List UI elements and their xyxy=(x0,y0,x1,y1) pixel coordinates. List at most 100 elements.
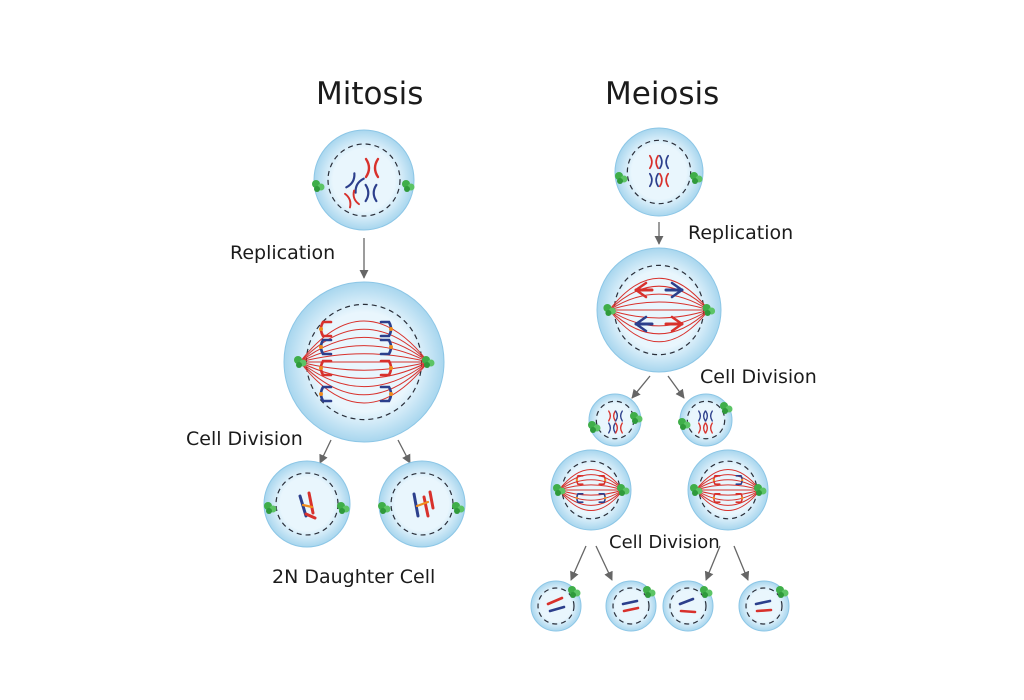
nuclear-envelope xyxy=(745,587,783,625)
meiosis-division1-label: Cell Division xyxy=(700,366,817,388)
chromatid xyxy=(705,422,709,434)
chromosome xyxy=(344,189,360,209)
nuclear-envelope xyxy=(669,587,707,625)
spindle-fiber xyxy=(695,474,761,491)
chromosome xyxy=(648,154,660,170)
chromatid xyxy=(709,422,713,434)
chromatid xyxy=(373,157,380,179)
chromatid xyxy=(709,410,713,422)
kinetochore xyxy=(319,327,323,331)
centrosome-icon xyxy=(454,508,460,514)
nuclear-envelope xyxy=(686,400,726,440)
kinetochore xyxy=(604,478,607,482)
chromatid xyxy=(615,422,619,434)
centrosome-icon xyxy=(617,178,623,184)
spindle-fiber xyxy=(609,301,709,311)
centrosome-icon xyxy=(314,186,320,192)
kinetochore xyxy=(389,366,393,370)
chromatid xyxy=(655,172,660,188)
nuclear-envelope xyxy=(626,139,692,205)
chromosome xyxy=(548,605,566,613)
chromosome xyxy=(634,288,648,299)
spindle-fiber xyxy=(299,328,429,363)
chromatid xyxy=(612,410,616,422)
cell-membrane xyxy=(662,580,714,632)
kinetochore xyxy=(319,345,323,349)
mitosis-division-label: Cell Division xyxy=(186,428,303,450)
centrosome-icon xyxy=(702,592,708,598)
meiosis-division2-arrow-1 xyxy=(570,545,587,581)
chromosome xyxy=(615,410,623,422)
chromosome xyxy=(634,281,648,292)
chromosome xyxy=(648,172,660,188)
kinetochore xyxy=(575,478,578,482)
spindle-fiber xyxy=(558,489,624,501)
chromatid xyxy=(665,154,670,170)
spindle-fiber xyxy=(299,361,429,379)
haploid-cell-2 xyxy=(605,580,657,632)
cell-membrane xyxy=(738,580,790,632)
chromosome xyxy=(412,492,420,518)
meiosis-division2-arrow-3 xyxy=(704,545,721,581)
haploid-cell-3 xyxy=(662,580,714,632)
haploid-cell-1 xyxy=(530,580,582,632)
spindle-fiber xyxy=(609,309,709,335)
spindle-fiber xyxy=(609,293,709,311)
chromosome xyxy=(415,500,430,508)
kinetochore xyxy=(575,496,578,500)
chromatid xyxy=(608,422,612,434)
meiosis2-metaphase-cell-left xyxy=(550,449,632,531)
centrosome-icon xyxy=(570,592,576,598)
meiosis-division2-arrow-2 xyxy=(595,545,613,581)
chromatid xyxy=(344,192,352,209)
spindle-fiber xyxy=(558,479,624,491)
spindle-fiber xyxy=(695,489,761,501)
chromatid xyxy=(655,154,660,170)
cell-membrane xyxy=(614,127,704,217)
spindle-fiber xyxy=(558,489,624,511)
spindle-fiber xyxy=(695,489,761,506)
chromosome xyxy=(422,495,430,518)
mitosis-daughter-cell-left xyxy=(263,460,351,548)
chromosome xyxy=(608,410,616,422)
meiosis-division2-arrow-4 xyxy=(733,545,750,581)
meiosis-replication-label: Replication xyxy=(688,222,794,244)
centrosome-icon xyxy=(380,508,386,514)
cell-membrane xyxy=(605,580,657,632)
nuclear-envelope xyxy=(327,143,401,217)
meiosis-division1-arrow-right xyxy=(667,375,685,399)
chromosome xyxy=(670,281,684,292)
spindle-fiber xyxy=(695,469,761,491)
mitosis-result-label: 2N Daughter Cell xyxy=(272,566,436,588)
chromatid xyxy=(648,172,653,188)
cell-membrane xyxy=(313,129,415,231)
chromatid xyxy=(702,410,706,422)
centrosome-icon xyxy=(692,178,698,184)
meiosis2-metaphase-cell-right xyxy=(687,449,769,531)
chromosome xyxy=(622,606,640,613)
spindle-fiber xyxy=(299,337,429,363)
chromosome xyxy=(307,491,315,515)
chromosome xyxy=(679,609,697,614)
kinetochore xyxy=(741,478,744,482)
chromatid xyxy=(665,172,670,188)
meiosis2-cell-right xyxy=(678,393,733,447)
chromosome xyxy=(658,172,670,188)
spindle-fiber xyxy=(299,353,429,363)
chromatid xyxy=(345,172,356,189)
chromatid xyxy=(658,172,663,188)
chromosome xyxy=(698,422,706,434)
chromatid xyxy=(372,183,378,203)
mitosis-daughter-cell-right xyxy=(378,460,466,548)
spindle-fiber xyxy=(609,309,709,319)
kinetochore xyxy=(712,478,715,482)
kinetochore xyxy=(319,392,323,396)
chromatid xyxy=(364,157,371,179)
chromatid xyxy=(364,183,370,203)
chromatid xyxy=(615,410,619,422)
chromosome xyxy=(608,422,616,434)
kinetochore xyxy=(712,496,715,500)
chromosome xyxy=(658,154,670,170)
spindle-fiber xyxy=(299,361,429,396)
